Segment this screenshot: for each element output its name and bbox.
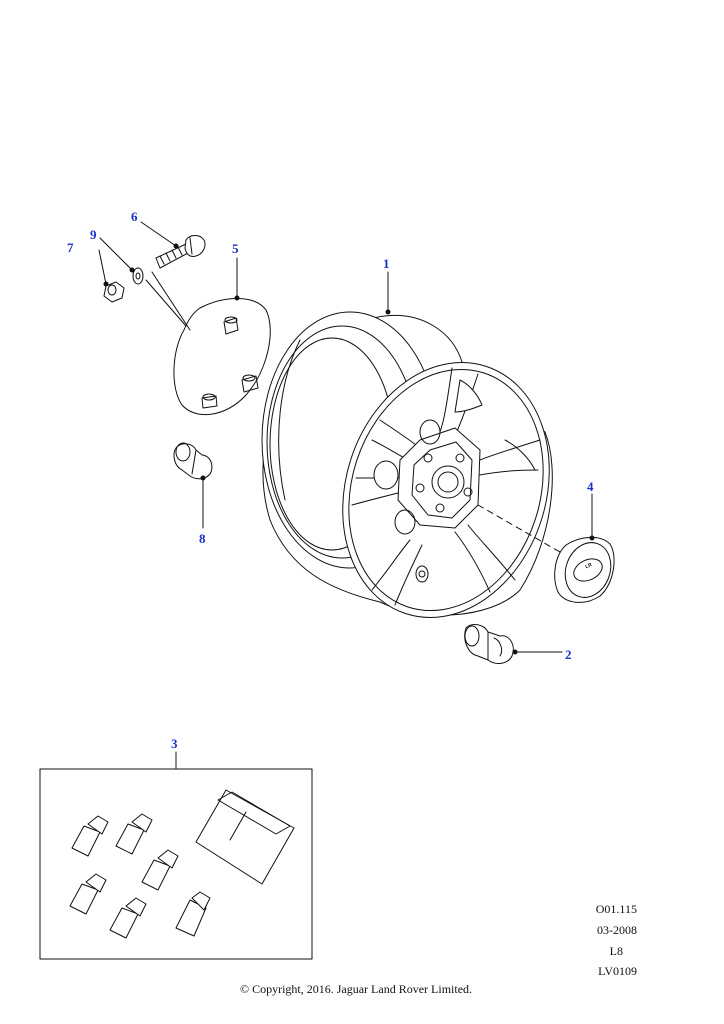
callout-6: 6 xyxy=(131,209,138,224)
callout-8: 8 xyxy=(199,531,206,546)
kit-key-6 xyxy=(175,891,211,937)
locking-wheel-nut xyxy=(173,442,213,480)
kit-key-3 xyxy=(141,849,179,891)
copyright-notice: © Copyright, 2016. Jaguar Land Rover Lim… xyxy=(239,982,473,996)
reference-date: 03-2008 xyxy=(597,923,637,937)
reference-id: LV0109 xyxy=(598,964,637,978)
callout-2: 2 xyxy=(565,647,572,662)
callout-4: 4 xyxy=(587,479,594,494)
locking-nut-kit xyxy=(39,768,313,960)
kit-key-4 xyxy=(69,873,107,915)
reference-level: L8 xyxy=(609,944,623,958)
reference-code: O01.115 xyxy=(595,902,637,916)
wheel-nut xyxy=(464,624,514,664)
callout-9: 9 xyxy=(90,227,97,242)
leader-lines xyxy=(98,221,595,769)
kit-key-5 xyxy=(109,897,147,939)
callout-7: 7 xyxy=(67,240,74,255)
kit-key-2 xyxy=(115,813,153,855)
nut xyxy=(103,281,125,303)
center-cap xyxy=(477,504,615,603)
wheel-cover-plate xyxy=(173,298,271,416)
kit-key-1 xyxy=(71,815,109,857)
callout-1: 1 xyxy=(383,256,390,271)
callout-5: 5 xyxy=(232,241,239,256)
alloy-wheel xyxy=(261,311,553,618)
bolt xyxy=(155,235,206,269)
washer xyxy=(132,267,144,285)
callout-3: 3 xyxy=(171,736,178,751)
